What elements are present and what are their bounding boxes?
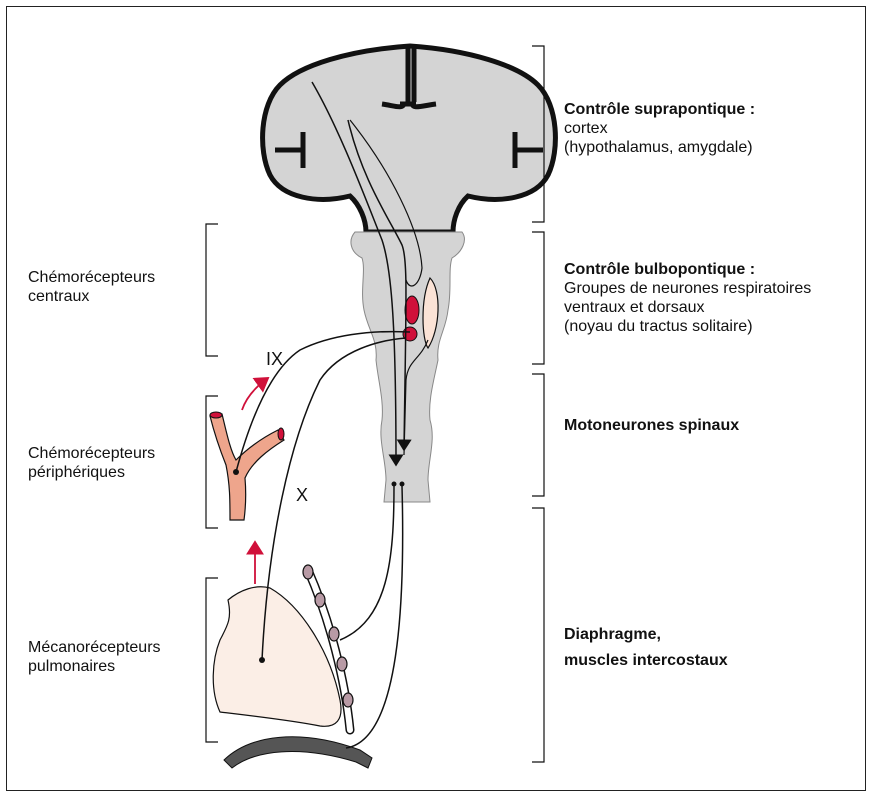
diaph-line-2: muscles intercostaux [564,652,728,669]
bracket-central [206,224,218,356]
motoneuron-dot-1 [392,482,397,487]
diaph-label: Diaphragme, muscles intercostaux [564,622,728,674]
nerve-ix-label: IX [266,350,283,369]
supra-title: Contrôle suprapontique : [564,101,755,118]
moto-title: Motoneurones spinaux [564,417,739,434]
periph-line-2: périphériques [28,464,125,481]
vessel-end-left [210,412,222,418]
meca-line-2: pulmonaires [28,658,115,675]
central-label: Chémorécepteurs centraux [28,268,155,306]
supra-label: Contrôle suprapontique : cortex (hypotha… [564,100,755,157]
supra-line-2: (hypothalamus, amygdale) [564,139,753,156]
brainstem [351,232,464,502]
periph-line-1: Chémorécepteurs [28,445,155,462]
bracket-diaph [532,508,544,762]
diaphragm [224,737,372,768]
bulbo-title: Contrôle bulbopontique : [564,261,755,278]
bulbo-label: Contrôle bulbopontique : Groupes de neur… [564,260,811,336]
bulbo-line-3: (noyau du tractus solitaire) [564,318,753,335]
motor-nerve-diaphragm [346,486,403,748]
motoneuron-dot-2 [400,482,405,487]
bulbo-line-2: ventraux et dorsaux [564,299,705,316]
bracket-bulbo [532,232,544,364]
diaph-line-1: Diaphragme, [564,626,661,643]
vessel [210,414,284,520]
motor-nerve-intercostal [340,486,394,640]
meca-line-1: Mécanorécepteurs [28,639,161,656]
vessel-end-right [278,428,284,440]
central-line-1: Chémorécepteurs [28,269,155,286]
moto-label: Motoneurones spinaux [564,416,739,435]
ventral-group-upper [405,296,419,324]
periph-label: Chémorécepteurs périphériques [28,444,155,482]
nerve-x-label: X [296,486,308,505]
meca-label: Mécanorécepteurs pulmonaires [28,638,161,676]
supra-line-1: cortex [564,120,608,137]
bulbo-line-1: Groupes de neurones respiratoires [564,280,811,297]
central-line-2: centraux [28,288,89,305]
bracket-moto [532,374,544,496]
